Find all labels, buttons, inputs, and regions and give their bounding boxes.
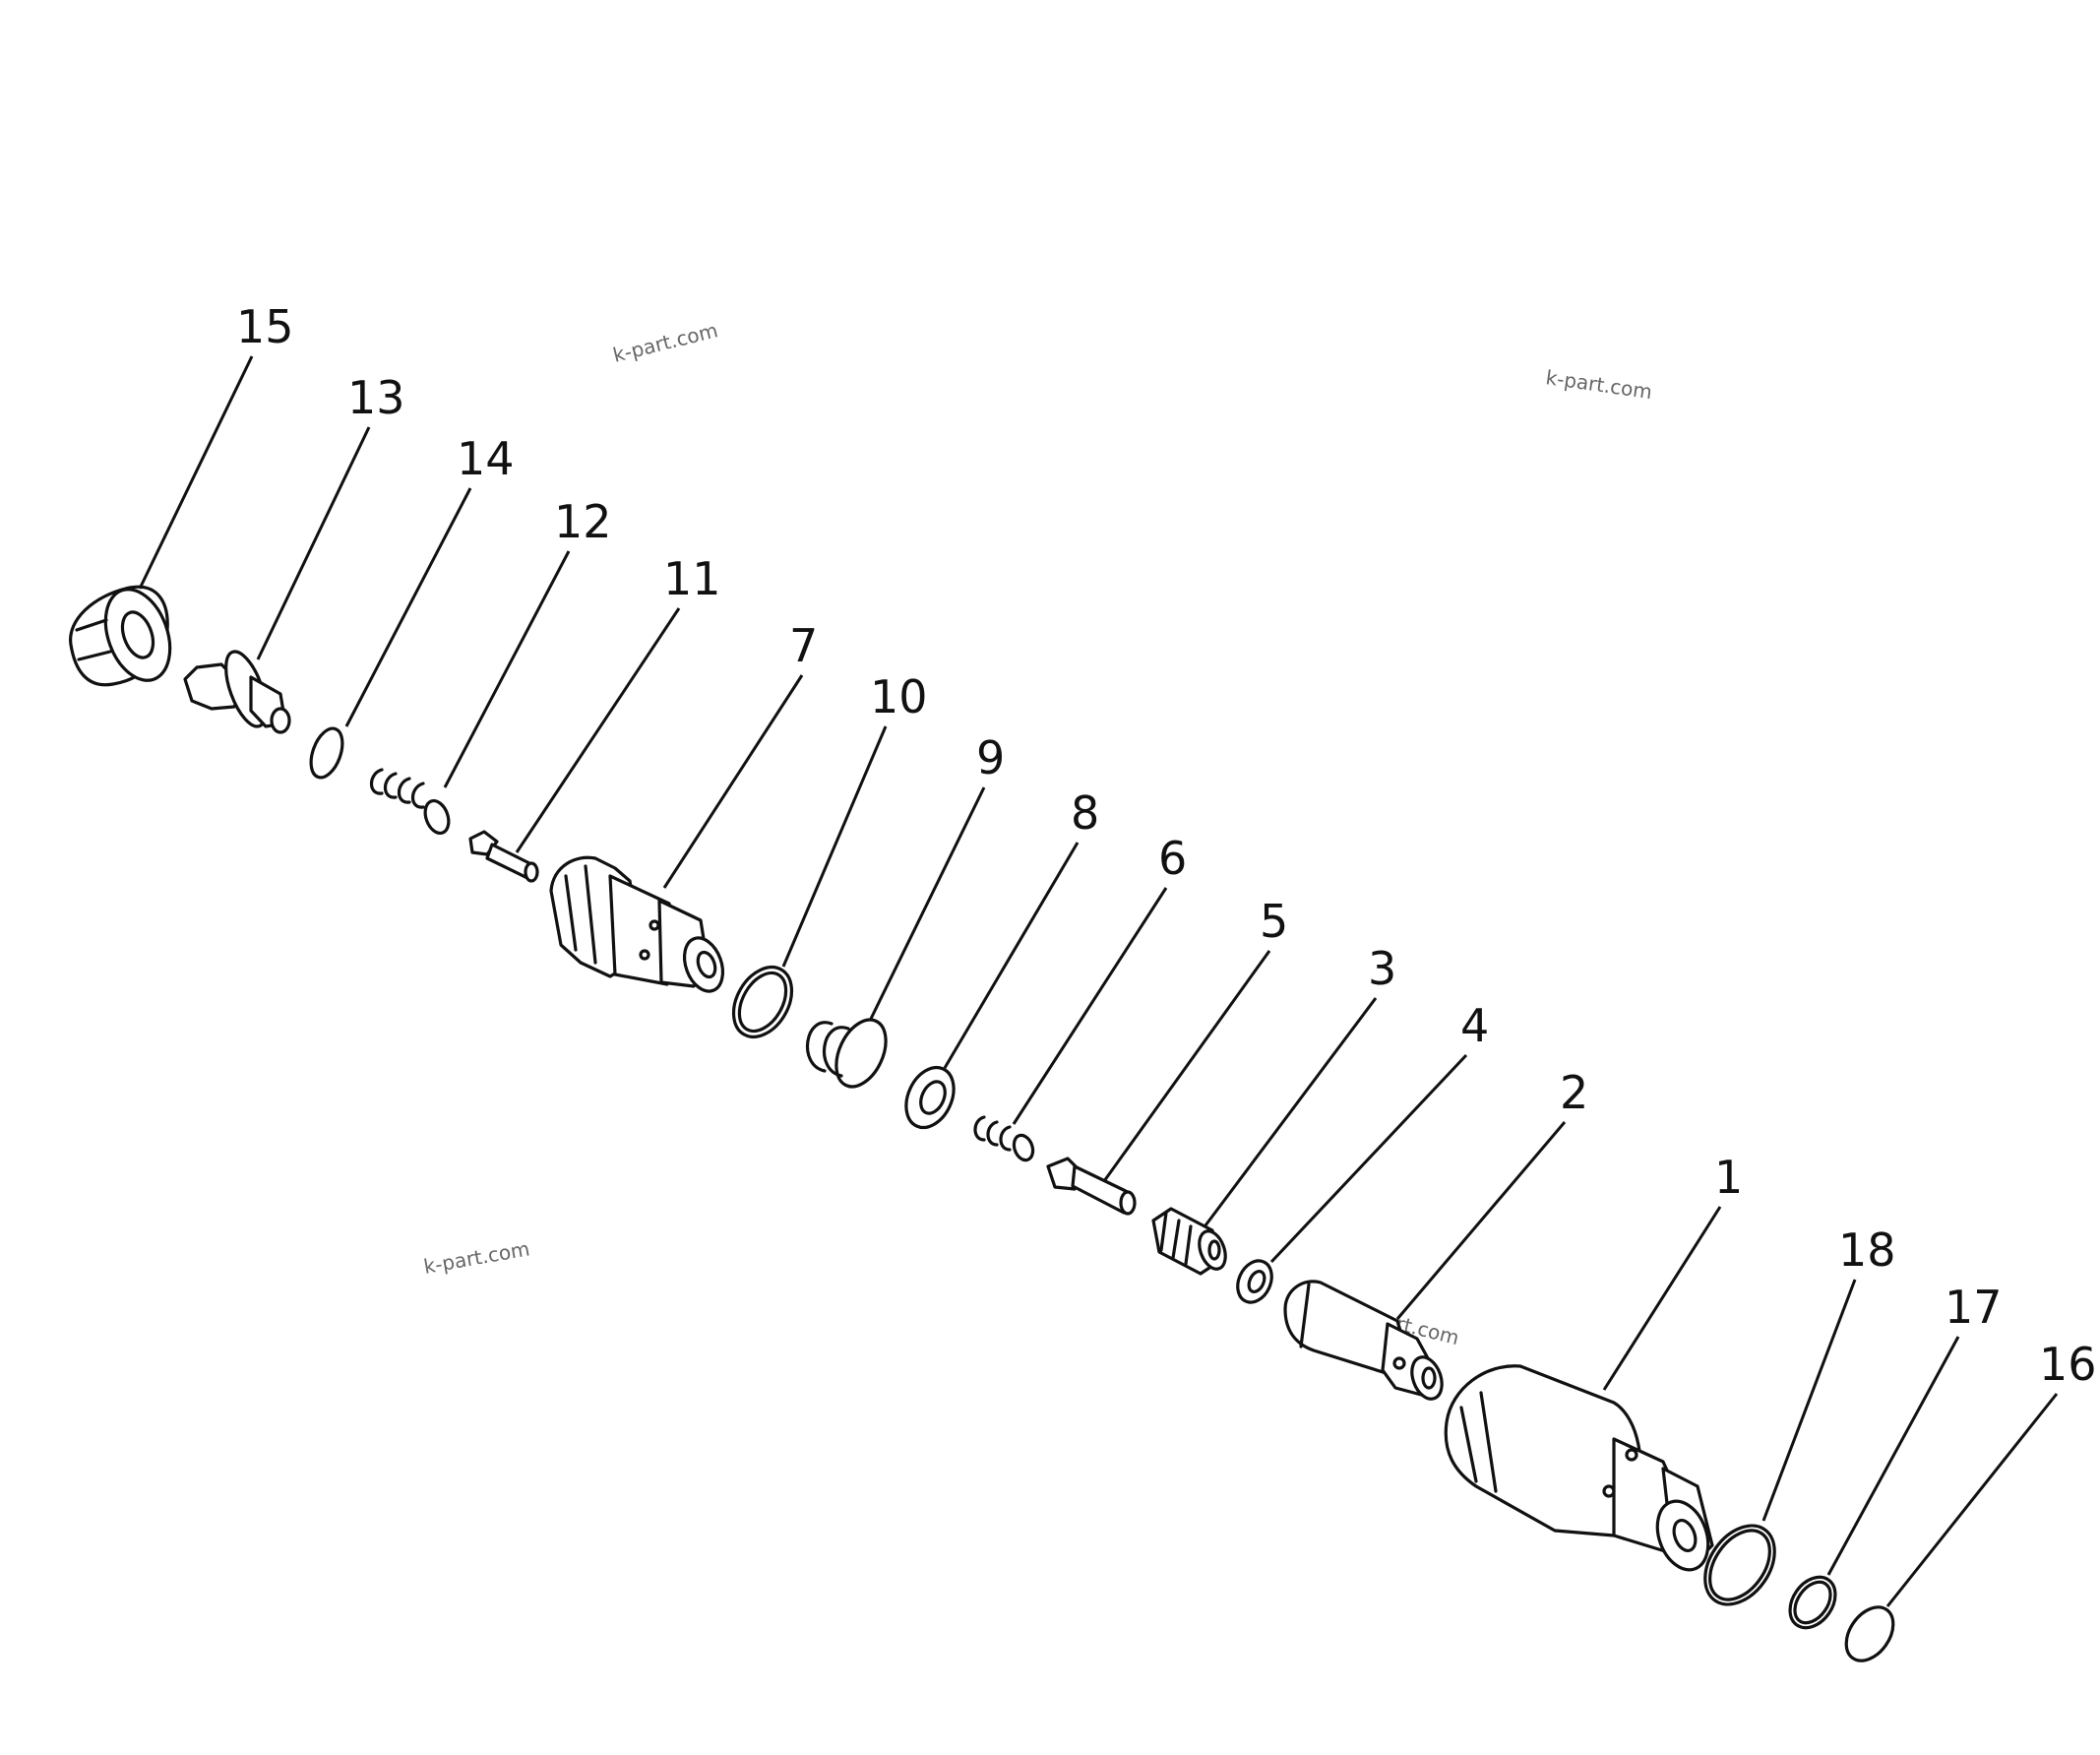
part-7-valve-body <box>549 855 725 993</box>
watermark: k-part.com <box>422 1236 531 1279</box>
part-16-o-ring <box>1844 1605 1895 1662</box>
part-6-spring <box>973 1115 1035 1162</box>
part-1-housing <box>1444 1364 1714 1572</box>
leader-line-11 <box>515 607 681 853</box>
leader-line-2 <box>1395 1121 1567 1320</box>
callout-label-4: 4 <box>1460 999 1489 1052</box>
callout-label-11: 11 <box>663 552 721 605</box>
leader-line-1 <box>1602 1206 1722 1391</box>
leader-line-5 <box>1102 950 1271 1182</box>
leader-line-15 <box>138 355 254 590</box>
part-14-o-ring <box>309 726 344 780</box>
callout-label-18: 18 <box>1838 1223 1896 1277</box>
callout-label-7: 7 <box>789 619 818 672</box>
part-5-pin <box>1046 1157 1137 1216</box>
part-3-spacer <box>1151 1207 1227 1276</box>
part-17-backup-ring <box>1788 1575 1837 1630</box>
part-9-spring <box>805 1018 888 1089</box>
callout-label-1: 1 <box>1714 1151 1743 1204</box>
watermark: k-part.com <box>1544 365 1653 404</box>
part-10-o-ring <box>731 966 794 1038</box>
watermark: k-part.com <box>610 318 719 367</box>
part-15-cap-nut <box>69 585 172 687</box>
leader-line-18 <box>1761 1279 1857 1522</box>
leader-line-16 <box>1885 1393 2059 1607</box>
callout-label-17: 17 <box>1945 1281 2003 1334</box>
part-18-o-ring <box>1703 1524 1776 1606</box>
callout-label-14: 14 <box>457 432 515 485</box>
part-12-spring <box>369 768 451 836</box>
leader-line-12 <box>443 550 571 788</box>
leader-line-3 <box>1204 997 1378 1226</box>
leader-line-6 <box>1012 887 1168 1125</box>
leader-line-17 <box>1826 1336 1960 1576</box>
leader-line-9 <box>869 786 986 1020</box>
part-13-poppet <box>183 650 291 734</box>
part-4-washer <box>1236 1259 1273 1304</box>
part-8-washer <box>904 1065 956 1130</box>
callout-label-10: 10 <box>870 670 928 723</box>
callout-label-16: 16 <box>2039 1338 2097 1391</box>
callout-label-9: 9 <box>976 731 1005 784</box>
leader-line-8 <box>943 842 1080 1069</box>
callout-label-12: 12 <box>554 495 612 548</box>
callout-label-6: 6 <box>1158 832 1187 885</box>
callout-label-2: 2 <box>1560 1066 1588 1119</box>
callout-label-8: 8 <box>1071 786 1099 840</box>
callout-label-15: 15 <box>236 300 294 353</box>
callout-label-3: 3 <box>1368 942 1396 995</box>
callout-label-13: 13 <box>347 371 405 424</box>
leader-line-14 <box>344 487 472 727</box>
leader-line-10 <box>781 725 888 968</box>
leader-line-7 <box>662 674 804 889</box>
callout-label-5: 5 <box>1260 895 1288 948</box>
part-2-spool <box>1283 1280 1444 1401</box>
part-11-pin <box>468 830 539 883</box>
leader-line-4 <box>1269 1053 1468 1264</box>
leader-line-13 <box>256 426 371 660</box>
